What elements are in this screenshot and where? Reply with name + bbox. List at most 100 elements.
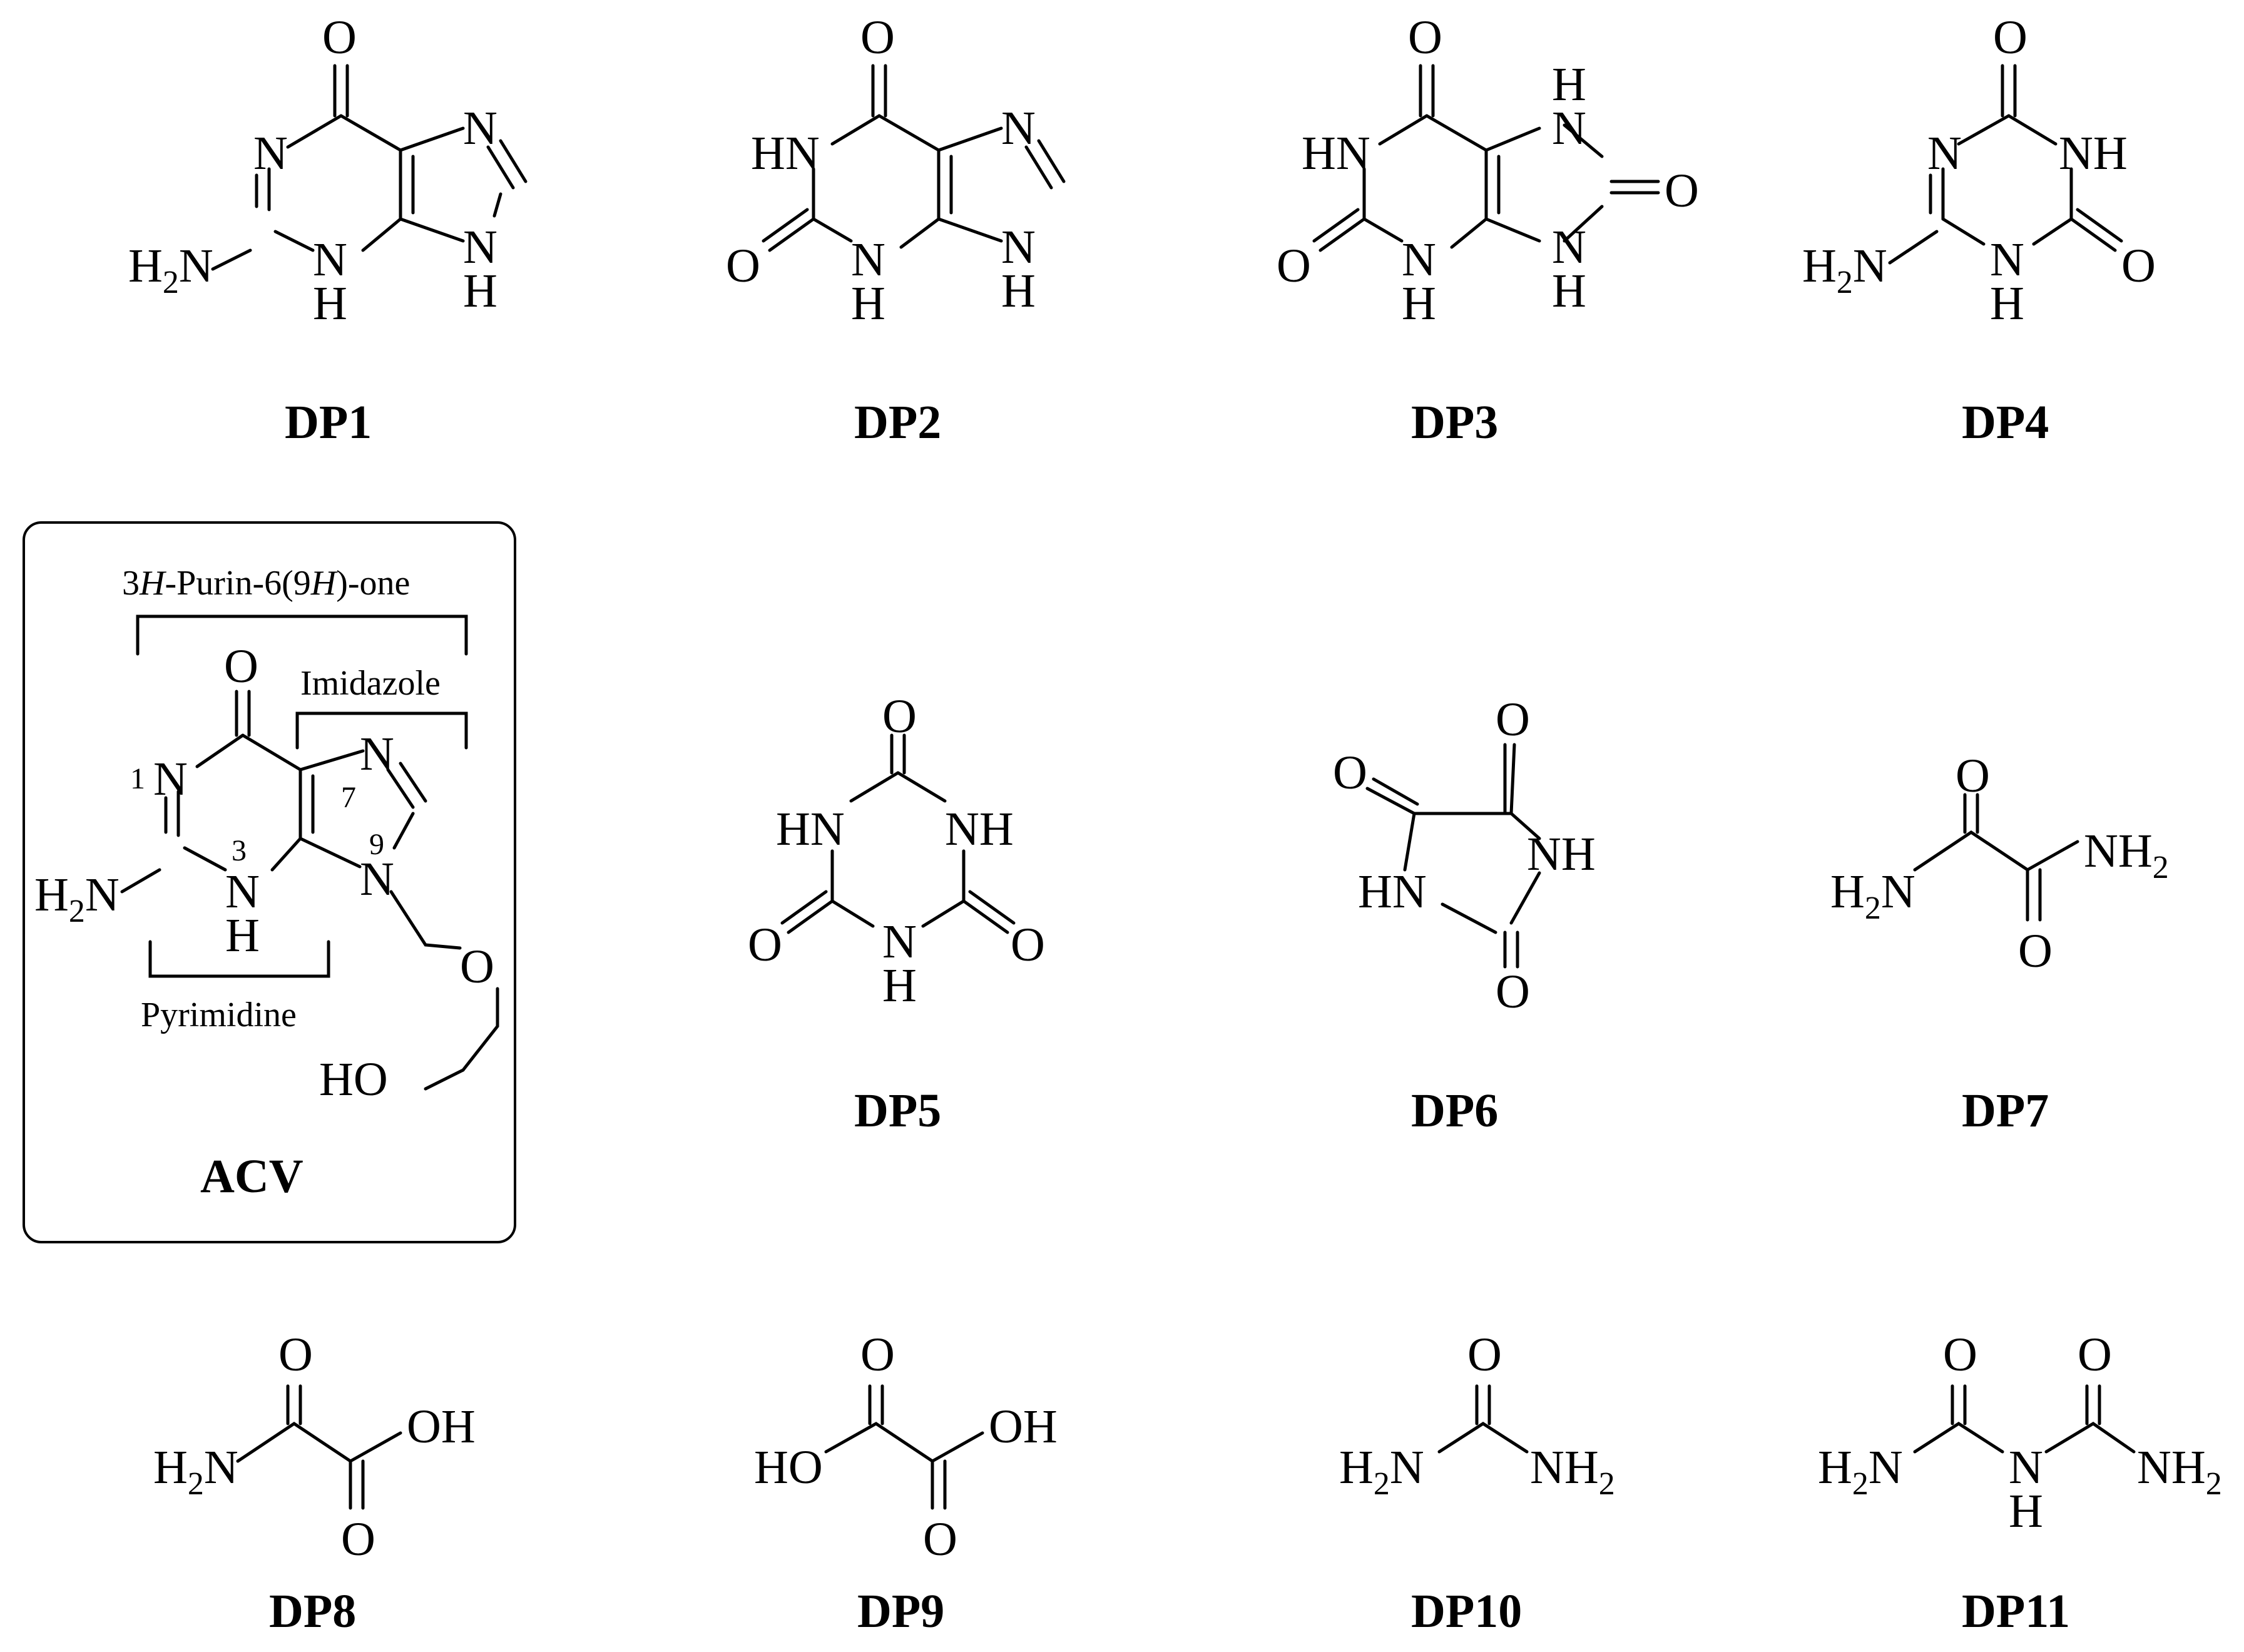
dp3-o6: O bbox=[1408, 11, 1442, 64]
acv-panel: 3H-Purin-6(9H)-one Imidazole Pyrimidine … bbox=[23, 521, 516, 1243]
dp11-o-left: O bbox=[1943, 1328, 1977, 1381]
dp1-o: O bbox=[322, 11, 357, 64]
dp1-n1: N bbox=[253, 127, 288, 180]
dp2-n3: N bbox=[851, 233, 885, 286]
dp7-amino-right: NH2 bbox=[2084, 825, 2169, 885]
dp8-label: DP8 bbox=[269, 1585, 356, 1638]
dp6-label: DP6 bbox=[1411, 1084, 1498, 1137]
dp9-structure: O HO OH O DP9 bbox=[754, 1328, 1058, 1638]
dp4-amino: H2N bbox=[1802, 240, 1887, 300]
dp5-n: N bbox=[882, 915, 917, 968]
dp9-label: DP9 bbox=[857, 1585, 944, 1638]
dp9-oh: OH bbox=[989, 1400, 1058, 1453]
pyrimidine-bracket bbox=[148, 940, 330, 978]
acv-o6: O bbox=[224, 640, 258, 693]
dp5-hn: HN bbox=[776, 803, 845, 855]
dp4-h3: H bbox=[1990, 277, 2024, 330]
dp11-h: H bbox=[2009, 1485, 2043, 1537]
dp7-o-bottom: O bbox=[2018, 925, 2053, 977]
dp11-amino-right: NH2 bbox=[2137, 1441, 2222, 1502]
dp7-structure: O H2N NH2 O DP7 bbox=[1830, 750, 2169, 1137]
dp2-hn1: HN bbox=[751, 127, 820, 180]
dp4-nh: NH bbox=[2059, 127, 2128, 180]
acv-h3: H bbox=[225, 909, 260, 962]
acv-n9: N bbox=[360, 853, 394, 905]
dp3-h9: H bbox=[1552, 265, 1586, 317]
dp8-amino: H2N bbox=[153, 1441, 238, 1502]
dp2-h9: H bbox=[1001, 265, 1036, 317]
dp5-label: DP5 bbox=[854, 1084, 941, 1137]
imidazole-annotation: Imidazole bbox=[300, 664, 441, 703]
acv-frame bbox=[23, 521, 516, 1243]
dp2-n9: N bbox=[1001, 221, 1036, 273]
dp8-structure: O H2N OH O DP8 bbox=[153, 1328, 476, 1638]
dp8-oh: OH bbox=[407, 1400, 476, 1453]
dp1-amino: H2N bbox=[128, 240, 213, 300]
acv-pos9: 9 bbox=[369, 828, 384, 861]
acv-pos3: 3 bbox=[232, 834, 247, 867]
dp9-o-top: O bbox=[860, 1328, 895, 1381]
dp11-structure: O O H2N N H NH2 DP11 bbox=[1818, 1328, 2222, 1638]
dp9-ho: HO bbox=[754, 1441, 823, 1494]
dp8-o-top: O bbox=[278, 1328, 313, 1381]
pyrimidine-annotation: Pyrimidine bbox=[141, 996, 297, 1034]
acv-label: ACV bbox=[200, 1150, 303, 1203]
dp4-label: DP4 bbox=[1962, 396, 2049, 449]
dp7-amino-left: H2N bbox=[1830, 865, 1915, 926]
dp4-structure: O N NH O N H H2N DP4 bbox=[1802, 11, 2156, 449]
dp2-n7: N bbox=[1001, 102, 1036, 155]
dp3-n9: N bbox=[1552, 221, 1586, 273]
dp5-o-left: O bbox=[748, 919, 782, 971]
dp2-h3: H bbox=[851, 277, 885, 330]
dp3-o8: O bbox=[1665, 165, 1699, 217]
dp4-o: O bbox=[1993, 11, 2027, 64]
dp10-o: O bbox=[1467, 1328, 1502, 1381]
acv-hydroxyl: HO bbox=[319, 1053, 388, 1106]
dp1-structure: O N N N H N H H2N DP1 bbox=[128, 11, 528, 449]
imidazole-bracket bbox=[295, 711, 468, 750]
dp3-h3: H bbox=[1402, 277, 1436, 330]
dp3-n7: N bbox=[1552, 102, 1586, 155]
dp7-label: DP7 bbox=[1962, 1084, 2049, 1137]
dp10-amino-left: H2N bbox=[1339, 1441, 1424, 1502]
dp2-label: DP2 bbox=[854, 396, 941, 449]
dp1-n9: N bbox=[463, 221, 497, 273]
purinone-bracket bbox=[136, 614, 468, 656]
dp11-n: N bbox=[2009, 1441, 2043, 1494]
dp5-nh: NH bbox=[945, 803, 1014, 855]
dp6-nh: NH bbox=[1527, 828, 1596, 880]
dp11-amino-left: H2N bbox=[1818, 1441, 1903, 1502]
dp5-o-right: O bbox=[1011, 919, 1045, 971]
dp3-hn1: HN bbox=[1302, 127, 1370, 180]
dp1-h3: H bbox=[313, 277, 347, 330]
dp5-structure: O HN NH O O N H DP5 bbox=[748, 690, 1045, 1137]
acv-amino: H2N bbox=[34, 869, 120, 929]
dp4-n: N bbox=[1927, 127, 1962, 180]
dp3-h7: H bbox=[1552, 58, 1586, 111]
dp9-o-bottom: O bbox=[923, 1513, 957, 1566]
acv-pos7: 7 bbox=[341, 781, 356, 814]
dp6-o-top: O bbox=[1496, 693, 1530, 746]
dp6-o-bottom: O bbox=[1496, 966, 1530, 1018]
dp5-o-top: O bbox=[882, 690, 917, 743]
dp1-label: DP1 bbox=[285, 396, 372, 449]
dp10-label: DP10 bbox=[1411, 1585, 1522, 1638]
dp5-h: H bbox=[882, 959, 917, 1012]
dp3-label: DP3 bbox=[1411, 396, 1498, 449]
dp11-label: DP11 bbox=[1962, 1585, 2070, 1638]
dp6-o-left: O bbox=[1333, 747, 1367, 799]
dp1-n7: N bbox=[463, 102, 497, 155]
dp1-n3: N bbox=[313, 233, 347, 286]
dp1-h9: H bbox=[463, 265, 497, 317]
dp2-structure: O HN N O N H N H DP2 bbox=[726, 11, 1066, 449]
acv-n7: N bbox=[360, 728, 394, 780]
acv-n3: N bbox=[225, 865, 260, 918]
dp6-structure: O O NH HN O DP6 bbox=[1333, 693, 1596, 1137]
dp11-o-right: O bbox=[2078, 1328, 2112, 1381]
dp10-structure: O H2N NH2 DP10 bbox=[1339, 1328, 1615, 1638]
acv-pos1: 1 bbox=[130, 762, 145, 795]
dp3-o2: O bbox=[1277, 240, 1311, 292]
dp4-o2: O bbox=[2121, 240, 2156, 292]
dp2-o2: O bbox=[726, 240, 760, 292]
